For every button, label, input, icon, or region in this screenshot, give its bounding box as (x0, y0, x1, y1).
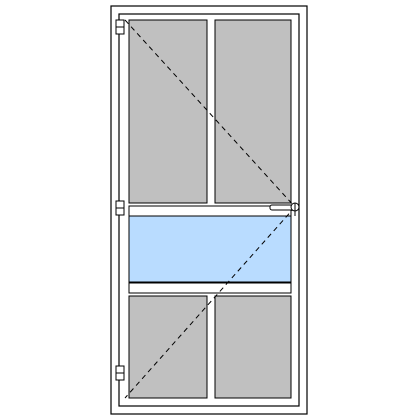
lower-rail (128, 282, 292, 294)
door-handle-icon[interactable] (269, 202, 300, 216)
hinge-icon (115, 200, 125, 216)
hinge-icon (115, 19, 125, 35)
panel-bottom-right (214, 295, 292, 399)
panel-top-left (128, 19, 208, 204)
opening-line-upper (124, 19, 296, 208)
opening-line-lower (124, 206, 296, 399)
panel-top-right (214, 19, 292, 204)
panel-bottom-left (128, 295, 208, 399)
hinge-icon (115, 365, 125, 381)
opening-direction-lines (124, 19, 296, 399)
upper-rail (128, 205, 292, 217)
glass-panel (128, 215, 292, 283)
